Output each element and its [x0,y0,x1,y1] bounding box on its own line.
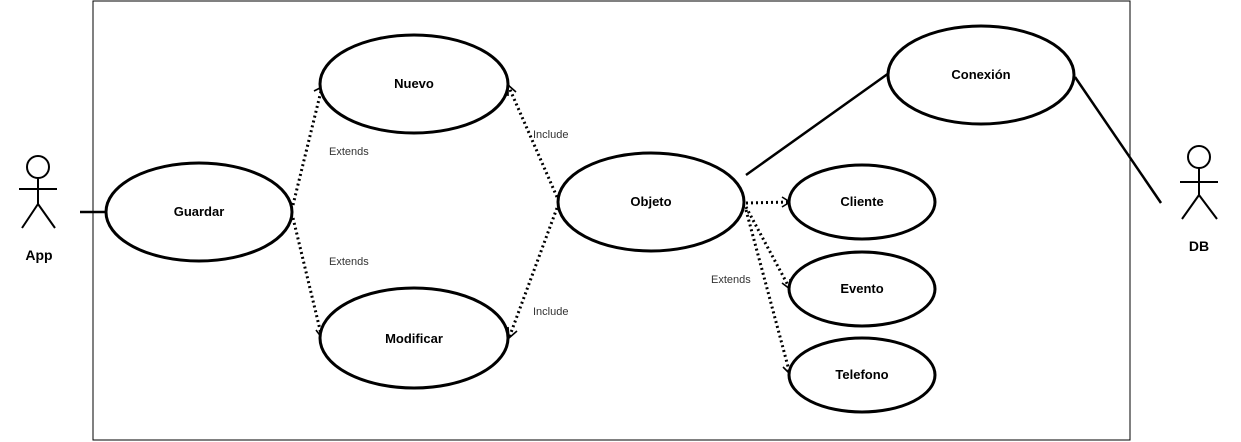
use-case-objeto[interactable]: Objeto [556,151,746,253]
system-boundary [92,0,1131,441]
use-case-evento-shape [787,250,937,328]
use-case-telefono-label: Telefono [835,367,888,382]
actor-app-head [26,155,50,179]
use-case-objeto-shape [556,151,746,253]
use-case-guardar-label: Guardar [174,204,225,219]
relation-label-include-nuevo: Include [533,129,568,141]
use-case-conexion[interactable]: Conexión [886,24,1076,126]
relation-label-extends-nuevo: Extends [329,146,369,158]
extends-line-objeto-evento [744,206,792,290]
use-case-telefono-shape [787,336,937,414]
actor-app-left-leg [21,203,39,229]
use-case-cliente-label: Cliente [840,194,883,209]
use-case-evento-label: Evento [840,281,883,296]
use-case-modificar-label: Modificar [385,331,443,346]
use-case-cliente[interactable]: Cliente [787,163,937,241]
actor-app-right-leg [37,203,56,229]
actor-db-right-leg [1198,194,1218,220]
include-line-objeto-nuevo [506,84,559,198]
use-case-guardar-shape [104,161,294,263]
use-case-modificar-shape [318,286,510,390]
include-line-objeto-modificar [507,207,559,339]
actor-db-head [1187,145,1211,169]
actor-db[interactable] [1180,145,1218,220]
association-conexion-db [1073,76,1163,204]
actor-app-label: App [25,247,52,263]
use-case-modificar[interactable]: Modificar [318,286,510,390]
relation-label-extends-objeto: Extends [711,274,751,286]
use-case-cliente-shape [787,163,937,241]
use-case-guardar[interactable]: Guardar [104,161,294,263]
relation-label-include-modificar: Include [533,306,568,318]
use-case-conexion-shape [886,24,1076,126]
use-case-evento[interactable]: Evento [787,250,937,328]
extends-line-objeto-cliente [745,200,791,205]
use-case-telefono[interactable]: Telefono [787,336,937,414]
extends-line-guardar-modificar [291,217,324,339]
relation-label-extends-modificar: Extends [329,256,369,268]
extends-line-objeto-telefono [744,209,792,375]
use-case-objeto-label: Objeto [630,194,671,209]
use-case-conexion-label: Conexión [951,67,1010,82]
actor-app[interactable] [19,155,57,229]
association-objeto-conexion [745,71,890,177]
use-case-nuevo-shape [318,33,510,135]
use-case-nuevo-label: Nuevo [394,76,434,91]
actor-db-label: DB [1189,238,1209,254]
use-case-nuevo[interactable]: Nuevo [318,33,510,135]
extends-line-guardar-nuevo [291,86,324,206]
actor-db-left-leg [1181,194,1200,220]
